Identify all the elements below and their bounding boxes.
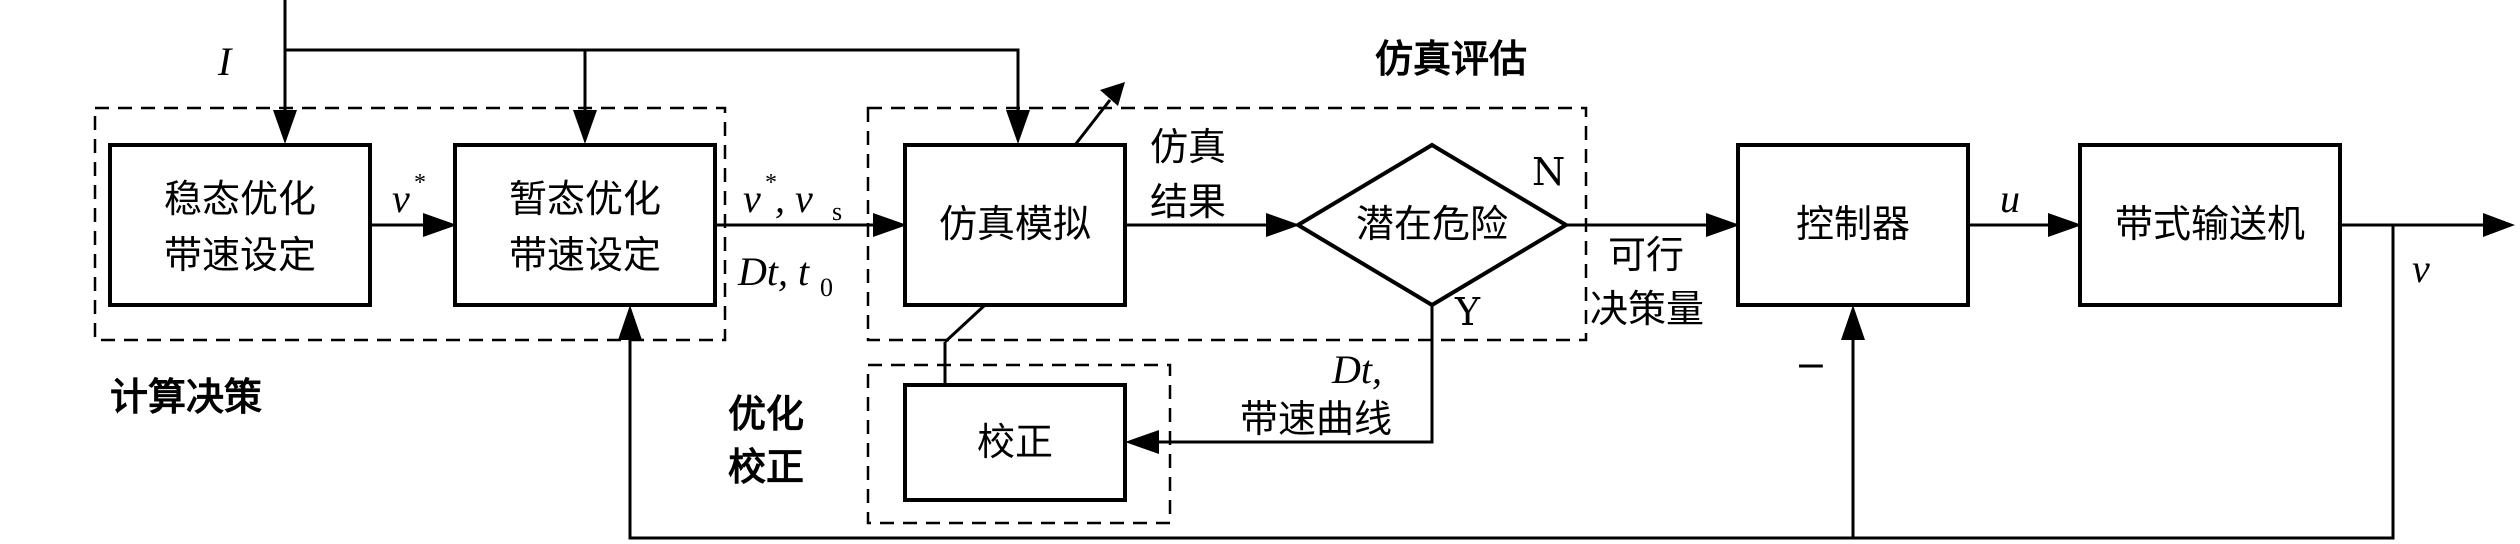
signal-v-star-1-sup: * [414, 170, 426, 196]
tuning-line [1073, 99, 1112, 146]
feedback-loop-line [628, 225, 2395, 540]
steady-block-line2: 带速设定 [164, 233, 316, 277]
branch-label-no: N [1532, 150, 1565, 194]
opt-correction-label-line1: 优化 [728, 392, 804, 436]
controller-block-label: 控制器 [1796, 202, 1910, 246]
feedback-dt: Dt, [1331, 347, 1382, 392]
input-line-top [285, 48, 1020, 112]
feedback-minus-sign: − [1795, 343, 1827, 387]
opt-correction-label-line2: 校正 [728, 445, 804, 489]
signal-v-star-2: v [743, 176, 761, 221]
transient-block-line2: 带速设定 [509, 233, 661, 277]
arrow-to-steady [273, 110, 297, 144]
danger-diamond-label: 潜在危险 [1356, 202, 1508, 246]
line-danger-to-correction [1157, 305, 1434, 444]
arrow-danger-to-controller [1706, 213, 1740, 237]
steady-block-line1: 稳态优化 [164, 177, 316, 221]
signal-v-star-1: v [392, 176, 410, 221]
arrow-to-simulation-top [1006, 110, 1030, 144]
controller-block [1736, 143, 1970, 307]
correction-block-label: 校正 [977, 420, 1053, 464]
belt-conveyor-block-label: 带式输送机 [2115, 202, 2305, 246]
calc-decision-label: 计算决策 [110, 375, 262, 419]
opt-correction-frame [866, 363, 1172, 525]
transient-block-line1: 暂态优化 [509, 177, 661, 221]
input-label-i: I [217, 39, 233, 84]
arrow-feedback-to-controller [1841, 305, 1865, 340]
arrow-conveyor-output [2483, 213, 2515, 237]
arrow-feedback-to-transient [618, 305, 642, 340]
signal-t0-sub: 0 [820, 273, 833, 302]
arrow-transient-to-simulation [873, 213, 907, 237]
arrow-steady-to-transient [423, 213, 457, 237]
sim-evaluation-label: 仿真评估 [1375, 37, 1527, 81]
correction-block [903, 383, 1127, 502]
belt-conveyor-block [2078, 143, 2342, 307]
sim-result-line2: 结果 [1150, 180, 1226, 224]
arrow-danger-to-correction [1125, 430, 1159, 454]
signal-v-output: v [2412, 246, 2430, 291]
arrow-controller-to-conveyor [2048, 213, 2082, 237]
line-correction-link [943, 303, 987, 344]
feasible-line1: 可行 [1608, 233, 1684, 277]
feedback-belt-curve: 带速曲线 [1240, 397, 1392, 441]
sim-result-line1: 仿真 [1150, 125, 1226, 169]
tuning-arrow-icon [1100, 82, 1125, 106]
signal-dt-t0: Dt, t [737, 249, 810, 294]
arrow-to-transient [573, 110, 597, 144]
feasible-line2: 决策量 [1590, 287, 1704, 331]
signal-vs: , v [775, 176, 813, 221]
arrow-simulation-to-danger [1266, 213, 1300, 237]
signal-v-star-2-sup: * [765, 170, 777, 196]
steady-optimization-block [108, 143, 372, 307]
simulation-block-label: 仿真模拟 [939, 202, 1091, 246]
transient-optimization-block [453, 143, 717, 307]
branch-label-yes: Y [1454, 290, 1481, 334]
simulation-block [903, 143, 1127, 307]
signal-vs-sub: s [832, 197, 842, 226]
signal-u: u [2000, 176, 2020, 221]
